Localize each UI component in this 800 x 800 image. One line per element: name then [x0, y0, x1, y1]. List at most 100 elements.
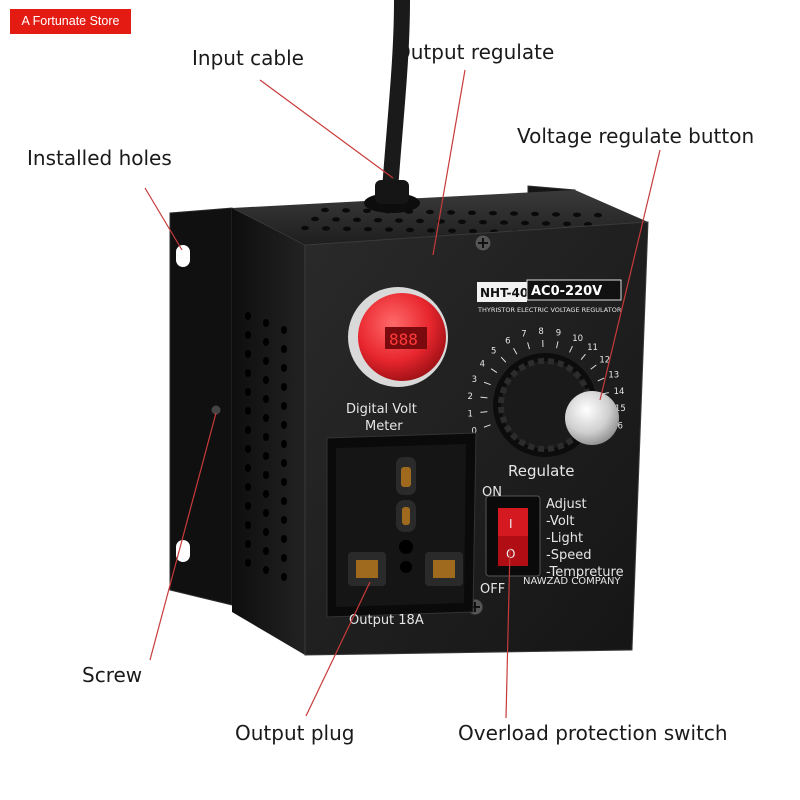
leader-line-output-regulate	[428, 163, 437, 170]
vent-slot	[395, 218, 403, 223]
vent-slot	[479, 220, 487, 225]
dial-tick	[490, 368, 498, 373]
vent-slot	[332, 217, 340, 222]
vent-slot	[364, 227, 372, 232]
adjust-line: -Light	[546, 531, 583, 546]
vent-slot	[374, 218, 382, 223]
vent-hole	[281, 421, 287, 429]
overload-protection-switch[interactable]: I O	[485, 495, 541, 577]
meter-label-2: Meter	[365, 419, 403, 434]
leader-line-screw	[149, 412, 217, 661]
dial-tick	[480, 396, 488, 399]
switch-o-mark: O	[506, 547, 515, 561]
vent-slot	[427, 228, 435, 233]
vent-hole	[245, 521, 251, 529]
vent-slot	[406, 227, 414, 233]
leader-line-voltage-button	[599, 149, 661, 401]
vent-hole	[281, 573, 287, 581]
vent-hole	[245, 312, 251, 320]
vent-hole	[245, 407, 251, 415]
vent-slot	[342, 208, 350, 213]
vent-hole	[263, 357, 269, 365]
leader-line-installed-holes	[144, 187, 183, 251]
vent-hole	[263, 452, 269, 460]
callout-voltage-regulate-button: Voltage regulate button	[517, 124, 755, 148]
vent-hole	[245, 483, 251, 491]
vent-hole	[263, 433, 269, 441]
vent-slot	[363, 208, 371, 213]
callout-screw: Screw	[82, 663, 143, 687]
socket-pin-right	[425, 552, 463, 586]
vent-slot	[489, 211, 497, 216]
dial-number: 8	[538, 327, 543, 337]
vent-slot	[542, 221, 550, 226]
dial-tick	[580, 353, 586, 360]
dial-tick	[556, 341, 559, 349]
vent-hole	[263, 547, 269, 555]
company-text: NAWZAD COMPANY	[523, 576, 621, 587]
adjust-line: -Volt	[546, 514, 574, 529]
vent-slot	[426, 209, 434, 215]
screw-top	[474, 234, 492, 252]
model-plate: NHT-4000W AC0-220V THYRISTOR ELECTRIC VO…	[477, 279, 622, 314]
vent-hole	[281, 459, 287, 467]
dial-number: 10	[572, 334, 583, 344]
vent-hole	[281, 326, 287, 334]
side-panel	[232, 208, 305, 655]
socket-pin-mid	[396, 500, 416, 532]
callout-input-cable: Input cable	[192, 46, 304, 70]
dial-tick	[569, 345, 573, 353]
range-text: AC0-220V	[531, 284, 602, 299]
vent-slot	[468, 210, 476, 215]
vent-slot	[458, 219, 466, 224]
dial-number: 9	[556, 328, 561, 338]
vent-slot	[531, 211, 539, 217]
digital-volt-meter: 888	[348, 287, 448, 387]
vent-slot	[343, 226, 351, 231]
callout-installed-holes: Installed holes	[27, 146, 172, 170]
vent-hole	[245, 445, 251, 453]
vent-hole	[263, 528, 269, 536]
vent-hole	[281, 516, 287, 524]
output-label: Output 18A	[349, 613, 424, 628]
callout-output-plug: Output plug	[235, 721, 355, 745]
vent-hole	[281, 402, 287, 410]
vent-hole	[281, 535, 287, 543]
dial-number: 14	[614, 387, 625, 397]
vent-slot	[552, 212, 560, 217]
vent-hole	[263, 509, 269, 517]
callout-overload-protection-switch: Overload protection switch	[458, 721, 728, 745]
dial-number: 5	[491, 346, 496, 356]
dial-number: 1	[467, 409, 472, 419]
store-badge: A Fortunate Store	[10, 9, 131, 34]
dial-tick	[480, 411, 488, 413]
output-socket[interactable]	[326, 432, 477, 618]
top-vents	[301, 207, 602, 236]
vent-slot	[311, 216, 319, 222]
adjust-line: -Speed	[546, 548, 591, 563]
dial-number: 6	[505, 336, 510, 346]
vent-hole	[245, 388, 251, 396]
adjust-line: -Tempreture	[546, 565, 624, 580]
vent-hole	[263, 471, 269, 479]
leader-line-output-regulate	[432, 69, 466, 256]
dial-number: 12	[599, 355, 610, 365]
dial-tick	[527, 342, 530, 350]
regulate-knob[interactable]	[493, 353, 619, 457]
dial-number: 3	[472, 375, 477, 385]
leader-line-overload-switch	[505, 547, 511, 719]
vent-hole	[263, 395, 269, 403]
dial-tick	[500, 356, 507, 363]
dial-number: 15	[615, 404, 626, 414]
dial-tick	[590, 364, 597, 370]
vent-slot	[563, 221, 571, 226]
vent-hole	[263, 490, 269, 498]
dial-number: 4	[480, 360, 485, 370]
callout-output-regulate: Output regulate	[395, 40, 555, 64]
vent-slot	[500, 220, 508, 225]
vent-hole	[245, 559, 251, 567]
input-cable	[364, 0, 420, 213]
vent-slot	[521, 220, 529, 226]
vent-slot	[321, 207, 329, 213]
